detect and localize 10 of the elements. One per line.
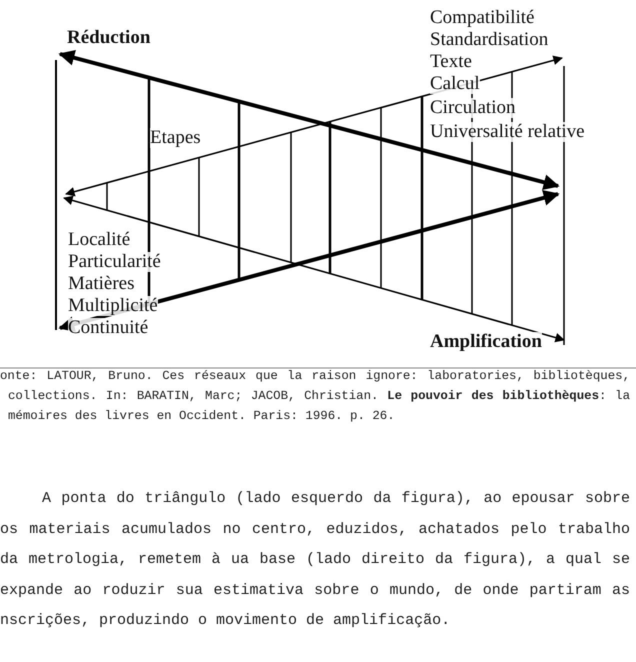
term-label: Particularité xyxy=(68,252,161,272)
term-label: Circulation xyxy=(430,98,516,118)
term-label: Multiplicité xyxy=(68,296,158,316)
body-paragraph: A ponta do triângulo (lado esquerdo da figura), ao epousar sobre os materiais acumulados no centro, eduzidos, achatados pelo trabalho da metrologia, remetem à ua base (lado direito da figura), a qual se expande ao roduzir sua estimativa sobre o mundo, de onde partiram as nscrições, produzindo o movimento de amplificação. xyxy=(0,489,630,631)
term-label: Compatibilité xyxy=(430,8,534,28)
source-citation: onte: LATOUR, Bruno. Ces réseaux que la raison ignore: laboratories, bibliotèques, collections. In: BARATIN, Marc; JACOB, Christian. Le pouvoir des bibliothèques: la mémoires des livres en Occident. Paris: 1996. p. 26. xyxy=(0,368,630,425)
term-label: Universalité relative xyxy=(430,122,585,142)
term-label: Etapes xyxy=(150,128,201,148)
heading-label: Amplification xyxy=(430,332,542,352)
term-label: Calcul xyxy=(430,74,480,94)
